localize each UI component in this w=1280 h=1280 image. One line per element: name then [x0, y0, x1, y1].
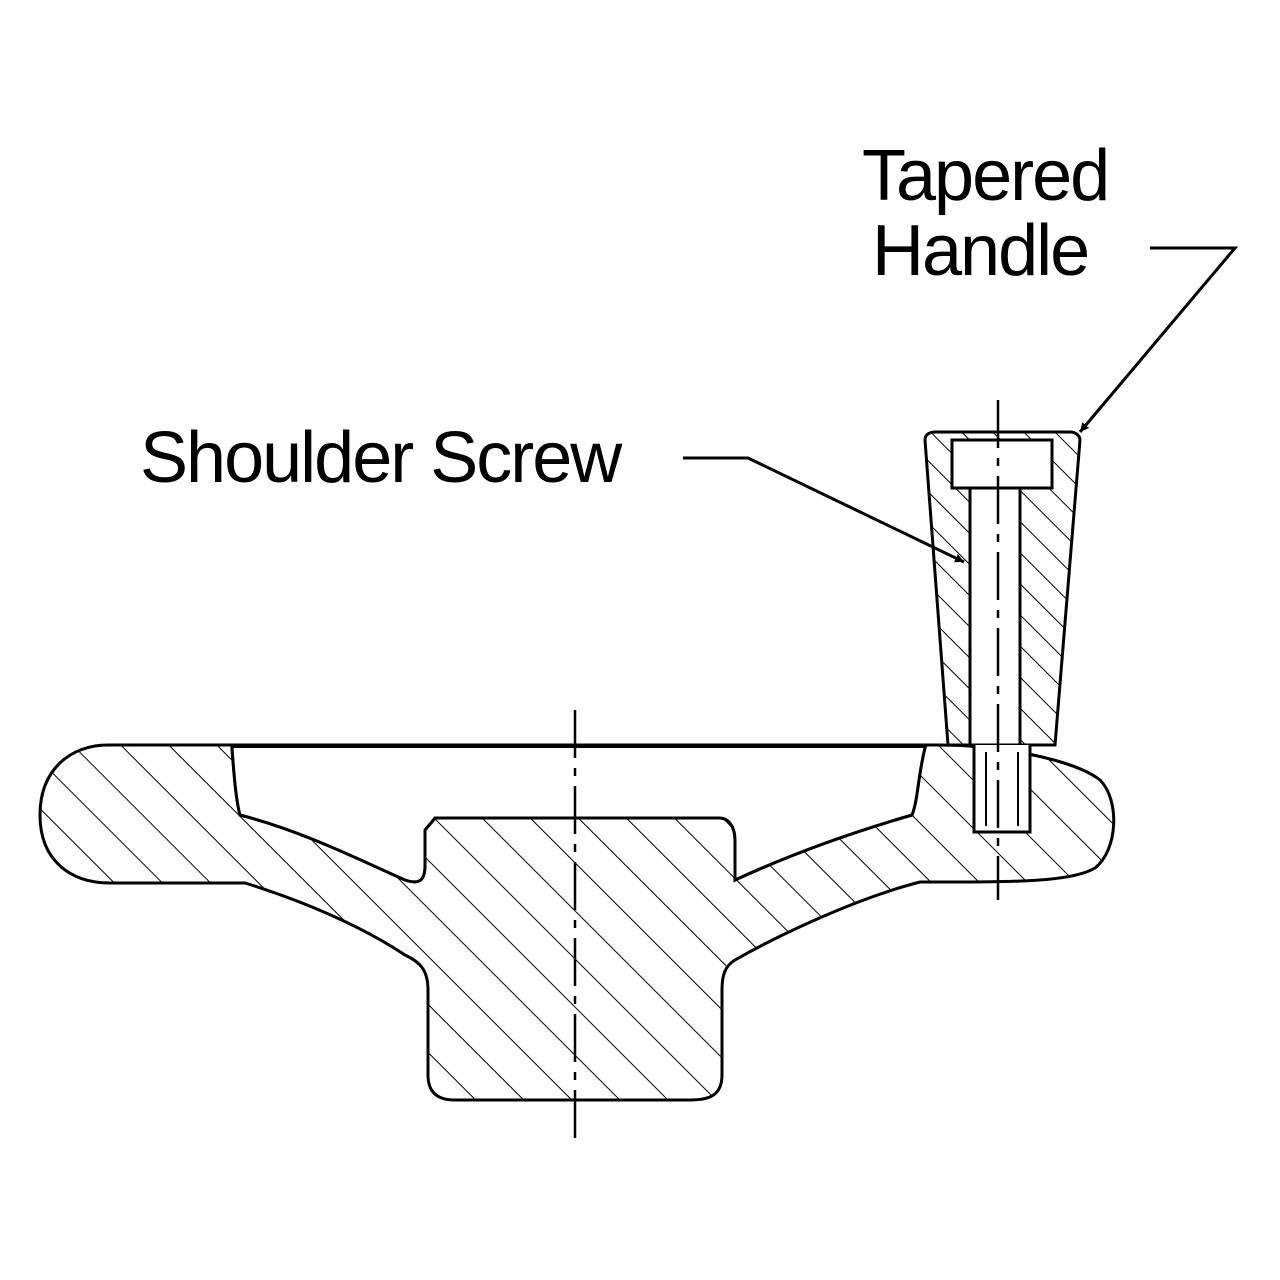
handwheel-recess — [230, 747, 927, 884]
shoulder-screw — [950, 438, 1054, 834]
tapered-handle-label-line1: Tapered — [862, 136, 1108, 216]
shoulder-screw-label: Shoulder Screw — [140, 418, 623, 498]
tapered-handle-label-line2: Handle — [872, 211, 1088, 291]
tapered-handle-leader — [1078, 246, 1239, 433]
shoulder-screw-leader — [683, 456, 965, 564]
